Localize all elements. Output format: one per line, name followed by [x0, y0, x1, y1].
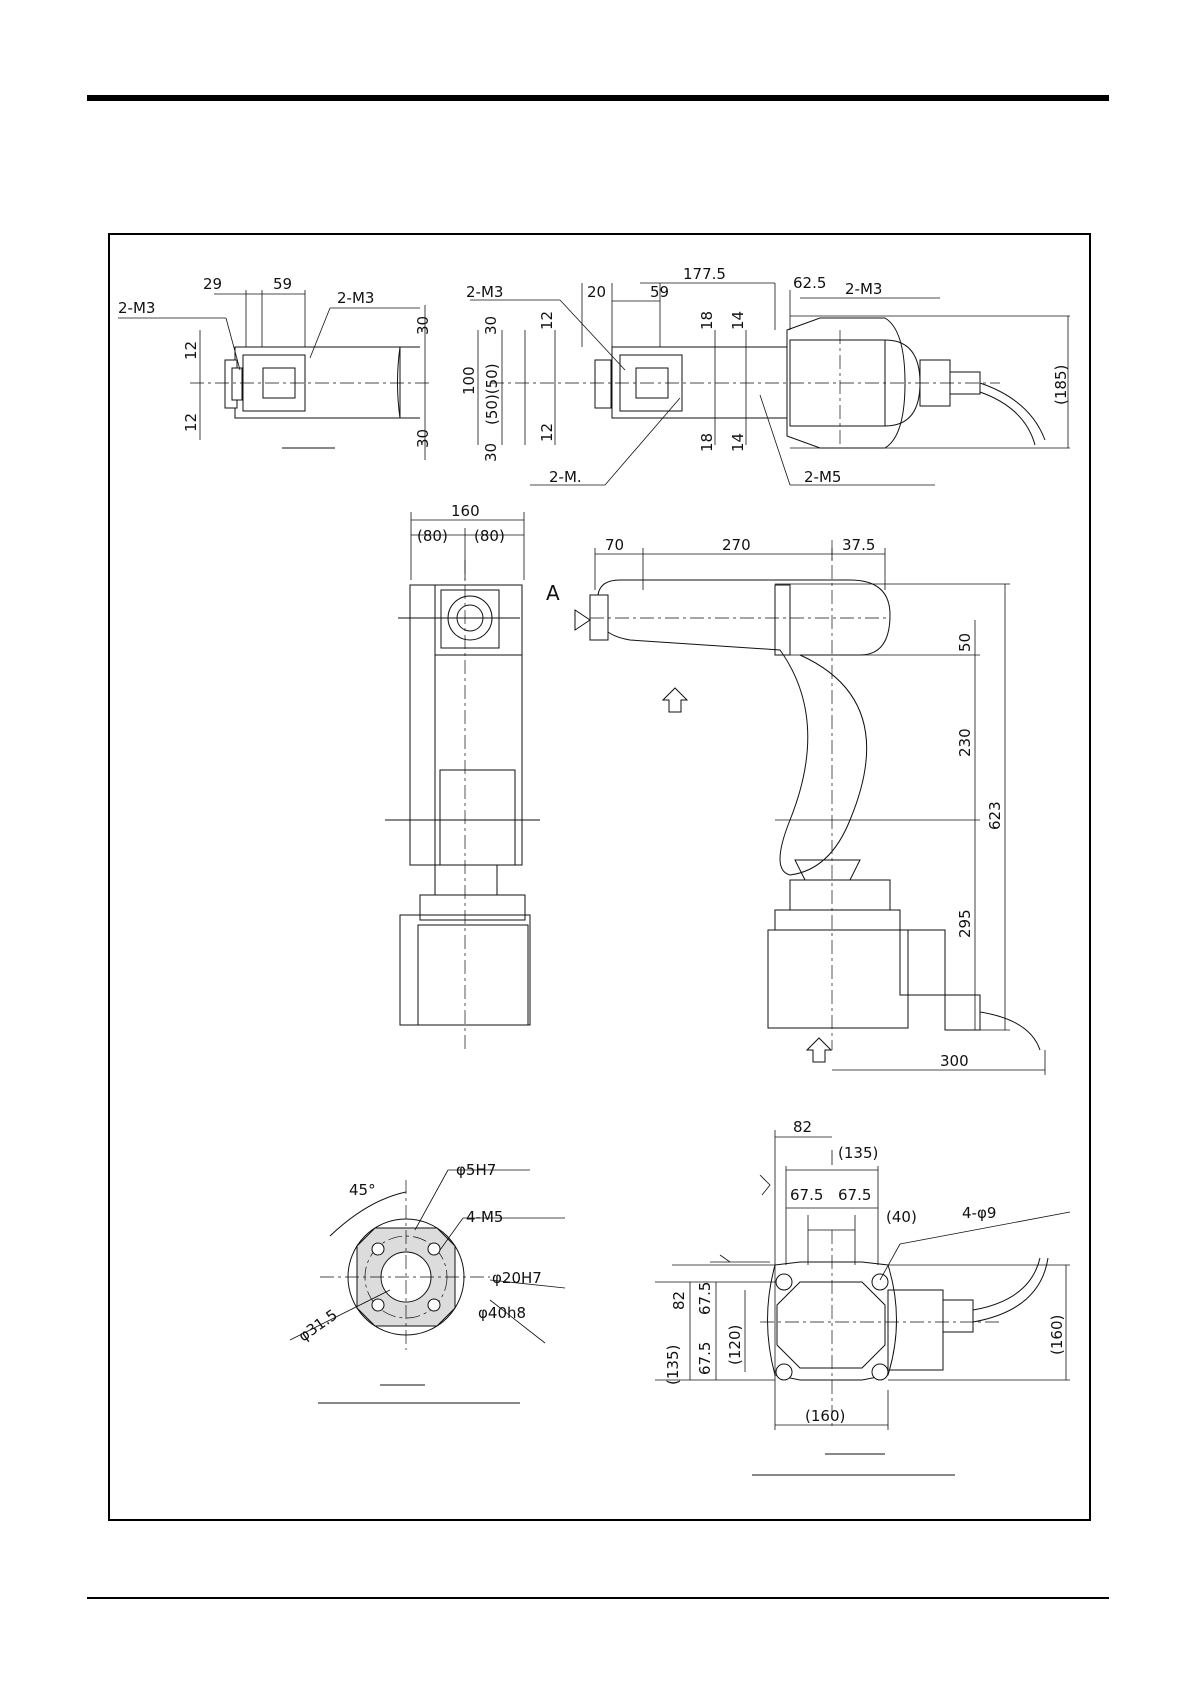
dim-phi-20h7: φ20H7 — [492, 1269, 542, 1287]
dim-62-5: 62.5 — [793, 274, 826, 292]
dim-14-top: 14 — [729, 311, 747, 330]
dim-295: 295 — [956, 909, 974, 938]
dim-37-5: 37.5 — [842, 536, 875, 554]
dim-623: 623 — [986, 801, 1004, 830]
dim-phi-40h8: φ40h8 — [478, 1304, 526, 1322]
label-2-m3-right: 2-M3 — [337, 289, 374, 307]
dim-80-left: (80) — [417, 527, 448, 545]
label-2-m3-b: 2-M3 — [845, 280, 882, 298]
flange-detail: 45° φ5H7 4-M5 φ20H7 φ40h8 φ31.5 — [290, 1161, 565, 1403]
dim-14-bottom: 14 — [729, 433, 747, 452]
angle-45: 45° — [349, 1181, 376, 1199]
view-a-label: A — [546, 581, 560, 605]
dim-12-bottom: 12 — [538, 423, 556, 442]
dim-67-5-a: 67.5 — [790, 1186, 823, 1204]
dim-67-5-c: 67.5 — [696, 1282, 714, 1315]
dim-120: (120) — [726, 1325, 744, 1365]
label-2-m5: 2-M5 — [804, 468, 841, 486]
dim-160-right: (160) — [1048, 1315, 1066, 1355]
dim-50-50: (50)(50) — [483, 363, 501, 425]
dim-135-top: (135) — [838, 1144, 878, 1162]
dim-18-top: 18 — [698, 311, 716, 330]
dim-20: 20 — [587, 283, 606, 301]
dim-230: 230 — [956, 728, 974, 757]
dim-82-left: 82 — [670, 1291, 688, 1310]
base-detail: 82 (135) 67.5 67.5 (40) 4-φ9 82 67.5 67.… — [655, 1118, 1070, 1475]
dim-177-5: 177.5 — [683, 265, 726, 283]
dim-59: 59 — [650, 283, 669, 301]
dim-12-top: 12 — [538, 311, 556, 330]
dim-12-bottom: 12 — [182, 413, 200, 432]
dim-phi-31-5: φ31.5 — [295, 1306, 341, 1346]
dim-59: 59 — [273, 275, 292, 293]
side-view: A 70 270 37.5 50 230 623 295 300 — [546, 536, 1045, 1075]
dim-160-bottom: (160) — [805, 1407, 845, 1425]
label-2-m3-a: 2-M3 — [466, 283, 503, 301]
dim-300: 300 — [940, 1052, 969, 1070]
dim-30-top: 30 — [414, 316, 432, 335]
dim-270: 270 — [722, 536, 751, 554]
label-4-m5: 4-M5 — [466, 1208, 503, 1226]
dim-phi-5h7: φ5H7 — [456, 1161, 496, 1179]
header-rule — [87, 95, 1109, 101]
dim-30-top: 30 — [482, 316, 500, 335]
dim-40: (40) — [886, 1208, 917, 1226]
dim-80-right: (80) — [474, 527, 505, 545]
dim-70: 70 — [605, 536, 624, 554]
dim-67-5-b: 67.5 — [838, 1186, 871, 1204]
wrist-top-view-right: 2-M3 2-M3 2-M. 2-M5 20 59 177.5 62.5 30 … — [460, 265, 1070, 486]
dim-18-bottom: 18 — [698, 433, 716, 452]
dim-50: 50 — [956, 633, 974, 652]
label-4-phi-9: 4-φ9 — [962, 1204, 996, 1222]
label-2-m3-left: 2-M3 — [118, 299, 155, 317]
dim-100: 100 — [460, 366, 478, 395]
dim-67-5-d: 67.5 — [696, 1342, 714, 1375]
dim-185: (185) — [1052, 365, 1070, 405]
dim-30-bottom: 30 — [482, 443, 500, 462]
dim-29: 29 — [203, 275, 222, 293]
wrist-top-view-left: 2-M3 2-M3 29 59 12 12 30 30 — [118, 275, 432, 460]
dim-12-top: 12 — [182, 341, 200, 360]
dim-82-top: 82 — [793, 1118, 812, 1136]
dim-30-bottom: 30 — [414, 429, 432, 448]
label-2-m-left: 2-M. — [549, 468, 582, 486]
front-view: 160 (80) (80) — [385, 502, 540, 1050]
dim-160: 160 — [451, 502, 480, 520]
dim-135-left: (135) — [664, 1345, 682, 1385]
